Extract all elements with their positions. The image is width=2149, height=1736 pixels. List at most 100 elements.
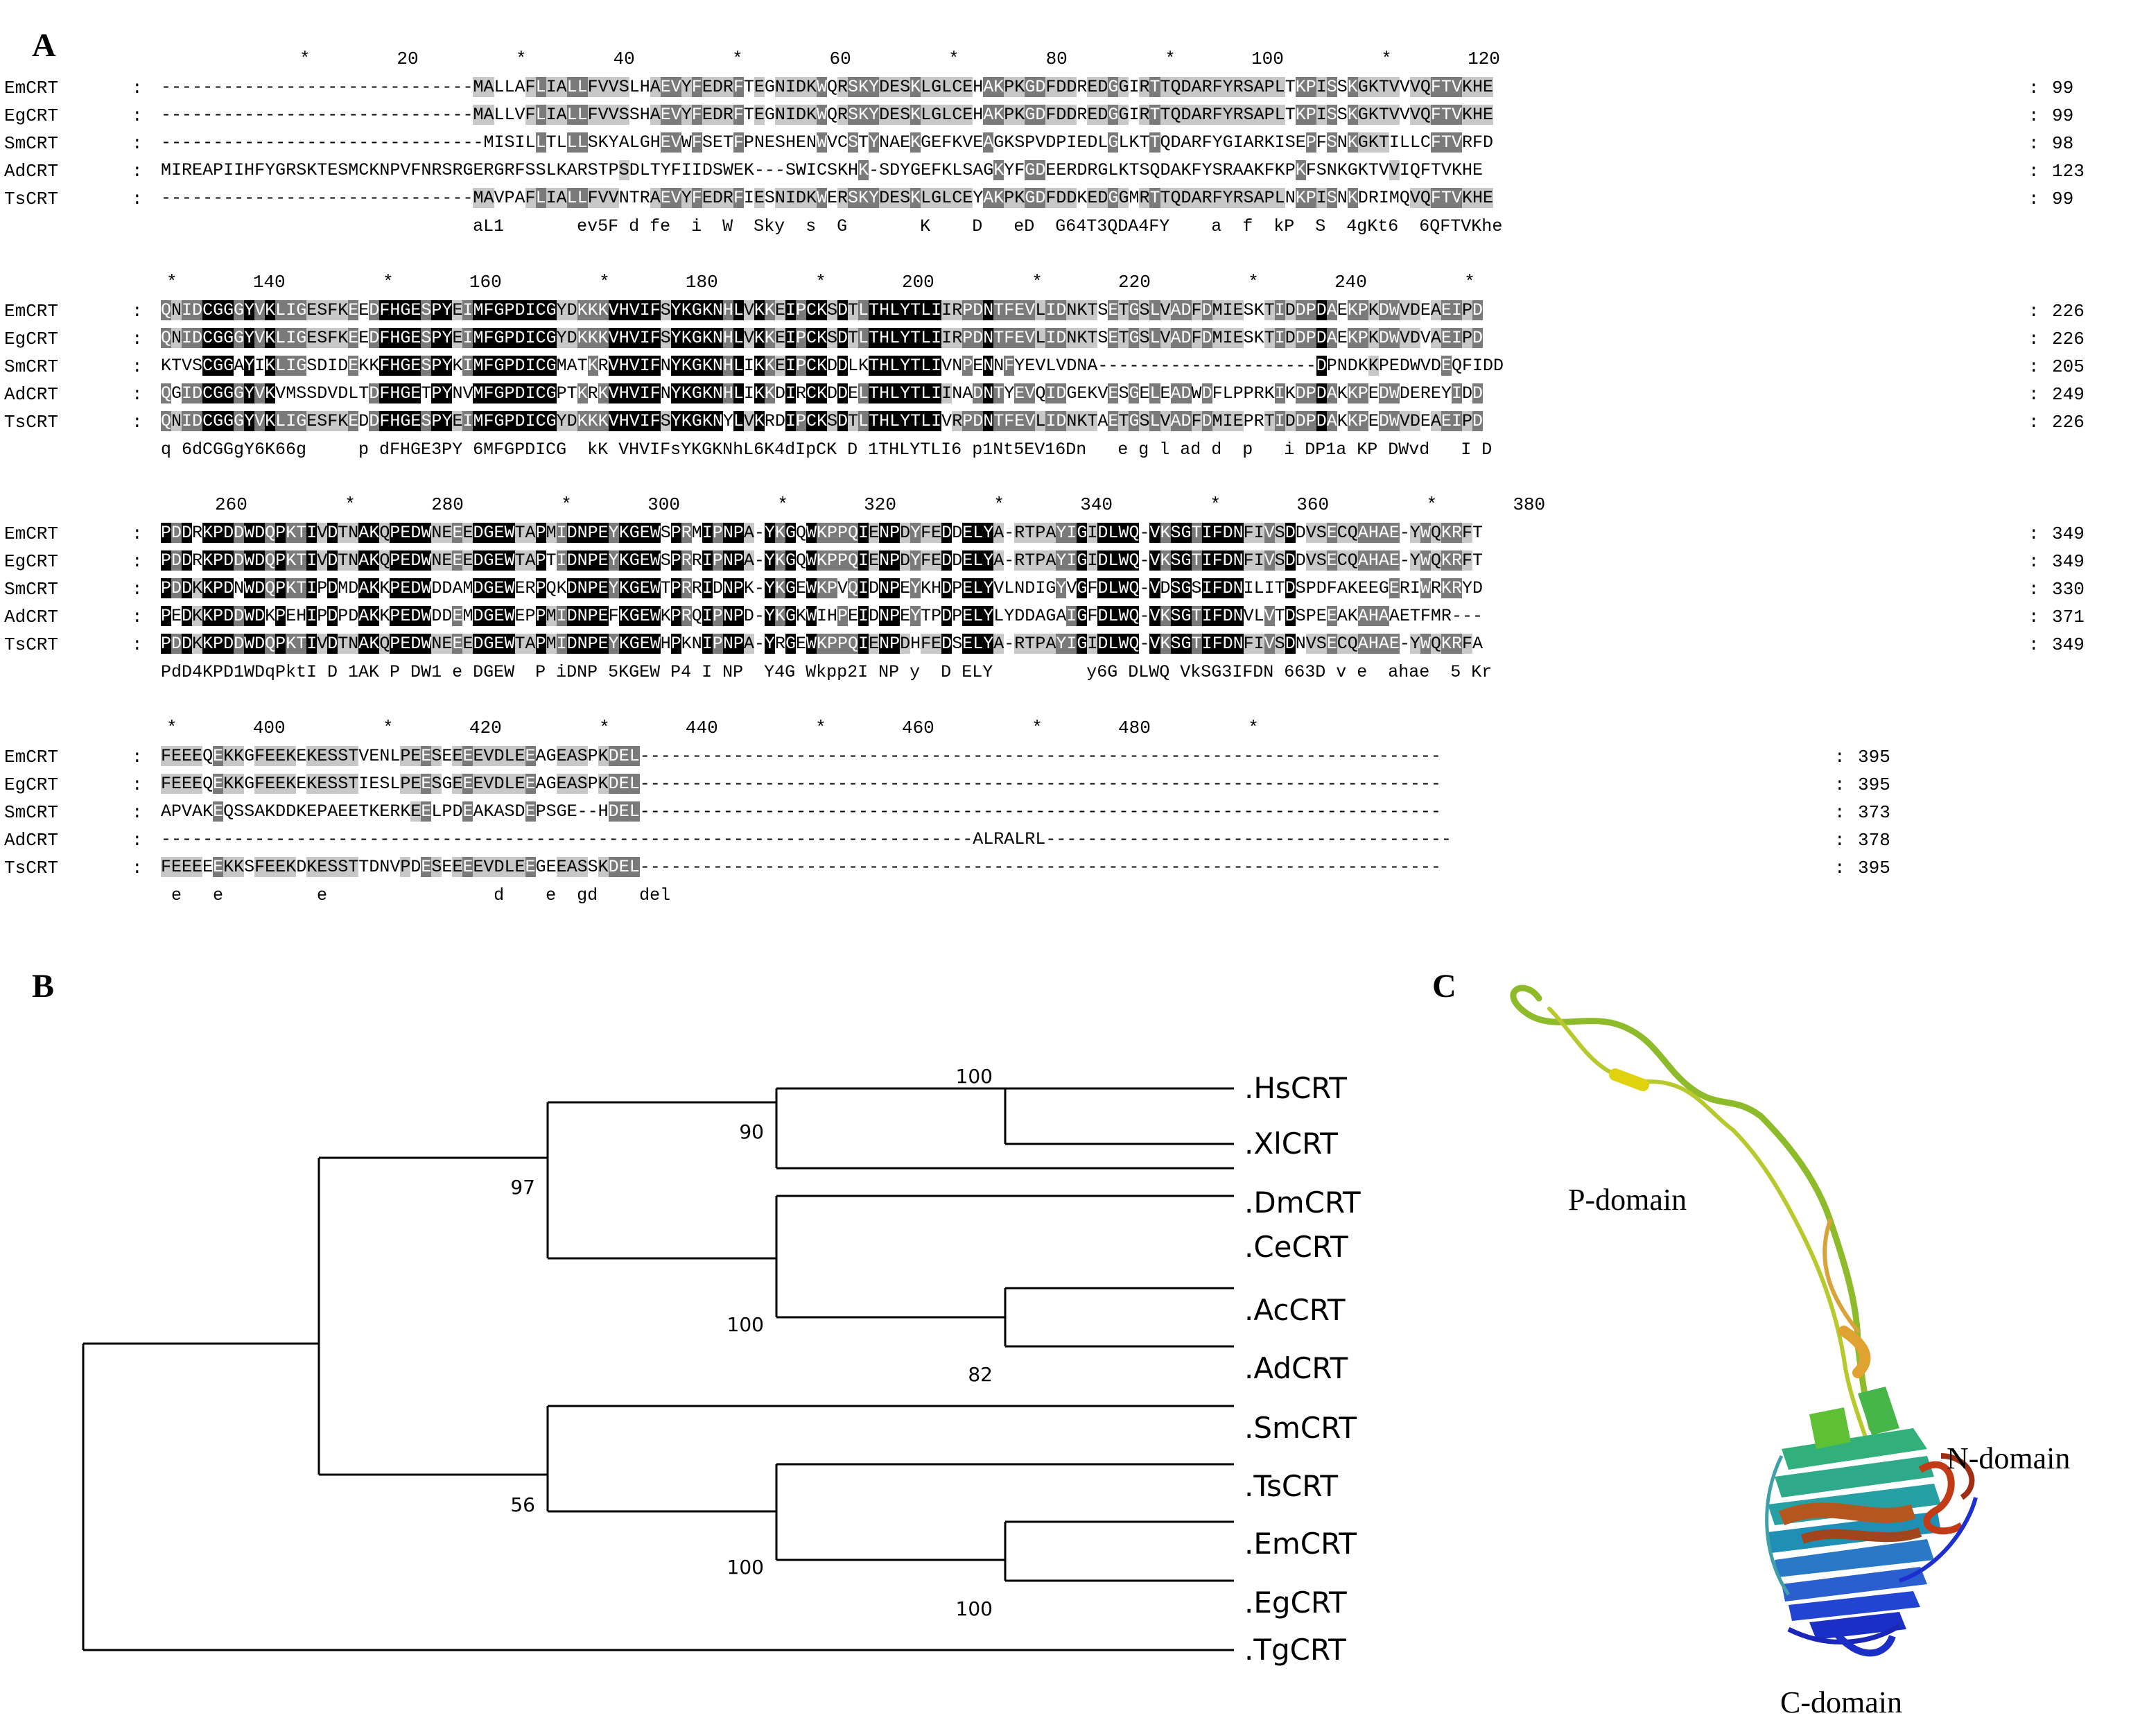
alignment-position: 378 <box>1858 830 1890 851</box>
phylogenetic-tree: 100 90 97 100 82 56 100 100 .HsCRT .XlCR… <box>82 1065 1361 1667</box>
alignment-position: 373 <box>1858 802 1890 823</box>
alignment-ruler: * 140 * 160 * 180 * 200 * 220 * 240 * <box>166 272 1475 293</box>
alignment-sequence: QNIDCGGGYVKLIGESFKEDDFHGESPYEIMFGPDICGYD… <box>161 411 1483 431</box>
bootstrap-hs-xl: 100 <box>956 1065 993 1088</box>
alignment-position: 249 <box>2052 384 2085 405</box>
alignment-ruler: * 400 * 420 * 440 * 460 * 480 * <box>166 718 1259 738</box>
alignment-separator: : <box>2028 384 2039 405</box>
alignment-seq-name: EmCRT <box>4 747 59 767</box>
alignment-separator: : <box>2028 329 2039 349</box>
bootstrap-ts-em: 100 <box>727 1556 764 1579</box>
alignment-separator: : <box>2028 551 2039 572</box>
taxon-label: .TsCRT <box>1244 1469 1338 1503</box>
alignment-seq-name: EgCRT <box>4 329 59 349</box>
taxon-label: .CeCRT <box>1244 1230 1348 1264</box>
alignment-seq-name: TsCRT <box>4 189 59 209</box>
alignment-sequence: FEEEEEKKSFEEKDKESSTTDNVPDESEEEEVDLEEGEEA… <box>161 857 1441 877</box>
protein-structure <box>1510 984 1978 1657</box>
alignment-separator: : <box>132 579 143 600</box>
alignment-sequence: QGIDCGGGYVKVMSSDVDLTDFHGETPYNVMFGPDICGPT… <box>161 383 1483 403</box>
alignment-position: 99 <box>2052 189 2074 209</box>
alignment-sequence: ------------------------------MAVPAFLIAL… <box>161 188 1493 208</box>
alignment-seq-name: EmCRT <box>4 301 59 322</box>
n-domain-label: N-domain <box>1947 1441 2071 1475</box>
alignment-position: 99 <box>2052 78 2074 98</box>
taxon-label: .TgCRT <box>1244 1633 1346 1667</box>
p-domain-ribbon <box>1510 984 1875 1437</box>
alignment-position: 330 <box>2052 579 2085 600</box>
bootstrap-ac-ad: 82 <box>968 1363 993 1386</box>
alignment-position: 395 <box>1858 774 1890 795</box>
alignment-separator: : <box>132 747 143 767</box>
c-domain-label: C-domain <box>1780 1685 1902 1719</box>
panel-a-label: A <box>32 27 56 64</box>
alignment-separator: : <box>132 161 143 182</box>
alignment-sequence: MIREAPIIHFYGRSKTESMCKNPVFNRSRGERGRFSSLKA… <box>161 160 1483 180</box>
alignment-separator: : <box>132 78 143 98</box>
bootstrap-top: 97 <box>510 1176 535 1199</box>
alignment-separator: : <box>1834 802 1845 823</box>
p-domain-label: P-domain <box>1568 1183 1687 1217</box>
alignment-sequence: PEDKKPDDWDKPEHIPDPDAKKPEDWDDEMDGEWEPPMID… <box>161 606 1483 626</box>
alignment-separator: : <box>132 412 143 433</box>
alignment-seq-name: EmCRT <box>4 78 59 98</box>
alignment-separator: : <box>132 189 143 209</box>
alignment-separator: : <box>2028 161 2039 182</box>
alignment-position: 349 <box>2052 634 2085 655</box>
alignment-position: 349 <box>2052 523 2085 544</box>
alignment-seq-name: EgCRT <box>4 774 59 795</box>
alignment-sequence: QNIDCGGGYVKLIGESFKEEDFHGESPYEIMFGPDICGYD… <box>161 300 1483 320</box>
taxon-label: .EmCRT <box>1244 1527 1357 1561</box>
alignment-separator: : <box>2028 301 2039 322</box>
alignment-sequence: KTVSCGGAYIKLIGSDIDEKKFHGESPYKIMFGPDICGMA… <box>161 356 1504 376</box>
alignment-position: 99 <box>2052 105 2074 126</box>
alignment-consensus: PdD4KPD1WDqPktI D 1AK P DW1 e DGEW P iDN… <box>161 662 1493 682</box>
alignment-sequence: ------------------------------MALLAFLIAL… <box>161 77 1493 97</box>
tree-branches <box>82 1087 1234 1651</box>
alignment-seq-name: EmCRT <box>4 523 59 544</box>
panel-c-label: C <box>1432 968 1456 1005</box>
alignment-sequence: PDDKKPDNWDQPKTIPDMDAKKPEDWDDAMDGEWERPQKD… <box>161 578 1483 598</box>
alignment-sequence: ----------------------------------------… <box>161 829 1452 849</box>
alignment-separator: : <box>2028 133 2039 154</box>
alignment-position: 226 <box>2052 412 2085 433</box>
alignment-position: 226 <box>2052 301 2085 322</box>
alignment-separator: : <box>132 105 143 126</box>
taxon-label: .SmCRT <box>1244 1411 1357 1445</box>
alignment-separator: : <box>2028 412 2039 433</box>
alignment-seq-name: AdCRT <box>4 607 59 627</box>
alignment-consensus: e e e d e gd del <box>161 885 671 905</box>
alignment-consensus: aL1 ev5F d fe i W Sky s G K D eD G64T3QD… <box>161 216 1503 236</box>
alignment-sequence: FEEEQEKKGFEEKEKESSTVENLPEESEEEEVDLEEAGEA… <box>161 746 1441 766</box>
bootstrap-hs-dm: 90 <box>739 1120 764 1143</box>
alignment-separator: : <box>132 356 143 377</box>
alignment-consensus: q 6dCGGgY6K66g p dFHGE3PY 6MFGPDICG kK V… <box>161 440 1493 460</box>
alignment-sequence: PDDRKPDDWDQPKTIVDTNAKQPEDWNEEEDGEWTAPTID… <box>161 550 1483 571</box>
alignment-position: 123 <box>2052 161 2085 182</box>
alignment-seq-name: AdCRT <box>4 161 59 182</box>
alignment-seq-name: AdCRT <box>4 830 59 851</box>
alignment-separator: : <box>132 301 143 322</box>
alignment-position: 349 <box>2052 551 2085 572</box>
alignment-separator: : <box>132 523 143 544</box>
alignment-separator: : <box>132 858 143 878</box>
taxon-label: .AdCRT <box>1244 1351 1348 1385</box>
alignment-separator: : <box>2028 579 2039 600</box>
alignment-seq-name: SmCRT <box>4 133 59 154</box>
alignment-separator: : <box>132 634 143 655</box>
alignment-seq-name: TsCRT <box>4 858 59 878</box>
alignment-separator: : <box>1834 747 1845 767</box>
alignment-separator: : <box>2028 634 2039 655</box>
alignment-sequence: -------------------------------MISILLTLL… <box>161 132 1493 153</box>
alignment-separator: : <box>132 133 143 154</box>
taxon-label: .HsCRT <box>1244 1071 1347 1105</box>
bootstrap-em-eg: 100 <box>956 1597 993 1620</box>
alignment-separator: : <box>132 329 143 349</box>
alignment-separator: : <box>132 802 143 823</box>
core-domain-ribbons <box>1765 1387 1978 1657</box>
alignment-separator: : <box>2028 78 2039 98</box>
bootstrap-sm-ts: 56 <box>510 1493 535 1516</box>
panel-b-label: B <box>32 968 55 1005</box>
alignment-seq-name: TsCRT <box>4 634 59 655</box>
